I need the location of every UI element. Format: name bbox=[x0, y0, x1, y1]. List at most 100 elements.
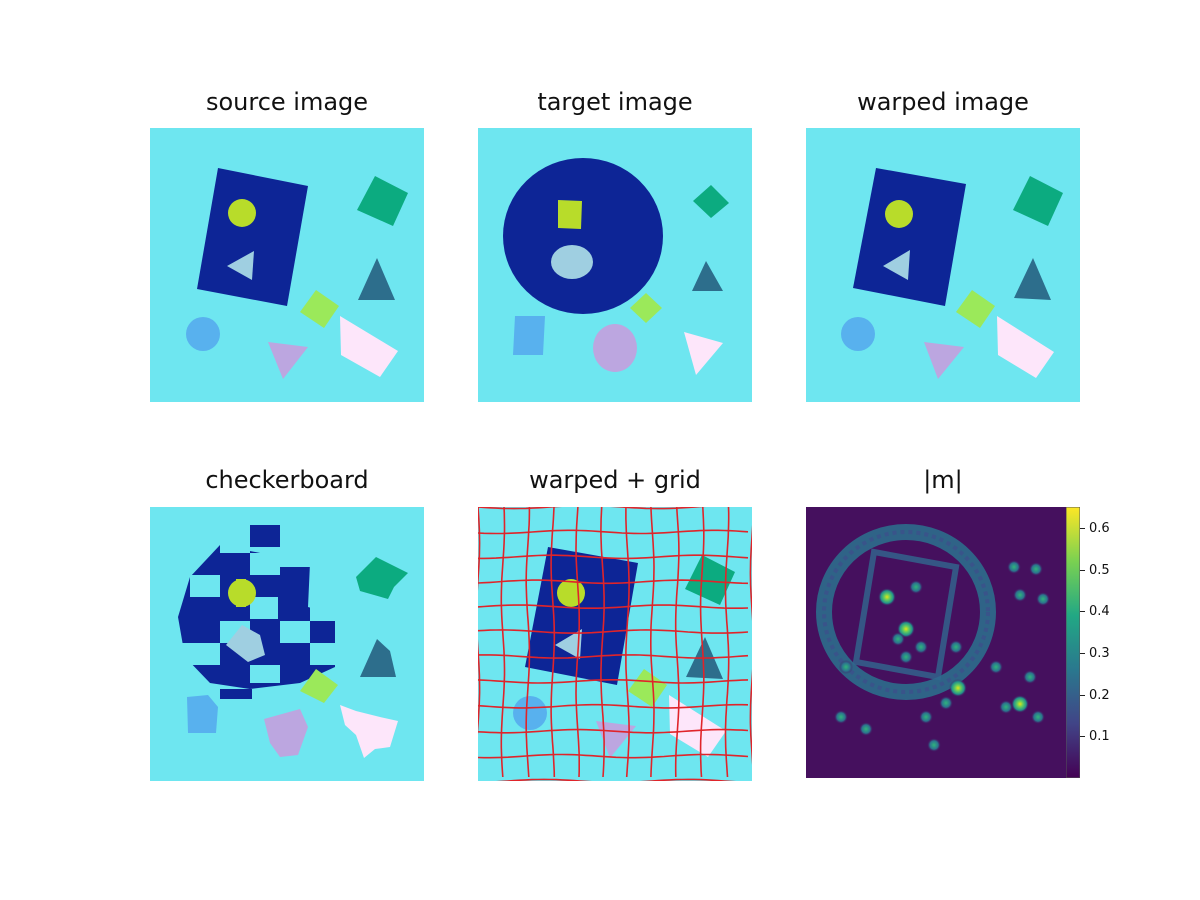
heatmap-hotspot bbox=[834, 710, 848, 724]
teal-square-shape bbox=[685, 555, 735, 605]
colorbar-tick-label: 0.3 bbox=[1089, 645, 1110, 661]
heatmap-hotspot bbox=[1031, 710, 1045, 724]
warped-image-canvas bbox=[806, 128, 1080, 402]
heatmap-hotspot bbox=[919, 710, 933, 724]
magnitude-heatmap-canvas bbox=[806, 507, 1066, 778]
lavender-fragment-shape bbox=[264, 709, 308, 757]
grid-line-horizontal bbox=[478, 753, 749, 759]
heatmap-hotspot bbox=[909, 580, 923, 594]
colorbar-tick bbox=[1080, 611, 1085, 613]
heatmap-hotspot bbox=[1007, 560, 1021, 574]
warped-image-title: warped image bbox=[857, 88, 1029, 116]
light-triangle-shape bbox=[227, 251, 254, 280]
light-triangle-shape bbox=[555, 629, 582, 659]
grid-line-vertical bbox=[724, 507, 730, 778]
heatmap-hotspot bbox=[859, 722, 873, 736]
grid-line-horizontal bbox=[478, 728, 749, 734]
grid-line-horizontal bbox=[478, 604, 749, 609]
grid-line-vertical bbox=[575, 507, 580, 778]
yellow-circle-shape bbox=[885, 200, 913, 228]
teal-square-shape bbox=[357, 176, 408, 226]
colorbar-tick-label: 0.1 bbox=[1089, 729, 1110, 745]
teal-diamond-shape bbox=[693, 185, 729, 218]
pink-square-shape bbox=[997, 316, 1054, 378]
yellow-circle-shape bbox=[557, 579, 585, 607]
grid-line-vertical bbox=[478, 507, 481, 736]
heatmap-hotspot bbox=[914, 640, 928, 654]
slate-triangle-shape bbox=[692, 261, 723, 291]
magnitude-hotspots bbox=[834, 560, 1050, 752]
lime-diamond-shape bbox=[956, 290, 995, 328]
grid-line-vertical bbox=[550, 507, 556, 778]
grid-line-horizontal bbox=[495, 778, 737, 781]
light-ellipse-shape bbox=[551, 245, 593, 279]
pink-fragment-shape bbox=[340, 705, 398, 758]
colorbar-tick-label: 0.2 bbox=[1089, 687, 1110, 703]
grid-line-vertical bbox=[600, 507, 605, 778]
grid-line-horizontal bbox=[478, 507, 707, 510]
pink-triangle-shape bbox=[684, 332, 723, 375]
grid-line-horizontal bbox=[478, 629, 749, 634]
lime-fragment-shape bbox=[300, 669, 338, 703]
heatmap-hotspot bbox=[878, 588, 896, 606]
source-image-canvas bbox=[150, 128, 424, 402]
grid-line-vertical bbox=[749, 524, 752, 766]
blue-circle-shape bbox=[841, 317, 875, 351]
source-image-panel bbox=[150, 128, 424, 402]
rectangle-outline-structure bbox=[852, 548, 960, 681]
colorbar-tick bbox=[1080, 652, 1085, 654]
heatmap-hotspot bbox=[949, 640, 963, 654]
heatmap-hotspot bbox=[1013, 588, 1027, 602]
colorbar-tick bbox=[1080, 736, 1085, 738]
slate-triangle-shape bbox=[1014, 258, 1051, 300]
pink-square-shape bbox=[340, 316, 398, 377]
checkerboard-panel bbox=[150, 507, 424, 781]
dark-disk-shape bbox=[503, 158, 663, 314]
slate-triangle-shape bbox=[358, 258, 395, 300]
colorbar-tick-label: 0.5 bbox=[1089, 562, 1110, 578]
blue-circle-shape bbox=[513, 696, 547, 730]
heatmap-hotspot bbox=[891, 632, 905, 646]
target-image-canvas bbox=[478, 128, 752, 402]
light-fragment-shape bbox=[226, 625, 265, 662]
yellow-patch-shape bbox=[236, 579, 246, 607]
lavender-triangle-shape bbox=[924, 342, 964, 379]
source-image-title: source image bbox=[205, 88, 369, 116]
target-image-title: target image bbox=[537, 88, 693, 116]
checkerboard-title: checkerboard bbox=[205, 466, 369, 494]
teal-square-shape bbox=[1013, 176, 1063, 226]
warped-image-panel bbox=[806, 128, 1080, 402]
blue-fragment-shape bbox=[187, 695, 218, 733]
grid-line-vertical bbox=[699, 507, 705, 778]
colorbar-tick bbox=[1080, 694, 1085, 696]
heatmap-hotspot bbox=[1011, 695, 1029, 713]
heatmap-hotspot bbox=[1023, 670, 1037, 684]
heatmap-hotspot bbox=[839, 660, 853, 674]
heatmap-hotspot bbox=[989, 660, 1003, 674]
checkerboard-light-cells bbox=[178, 535, 335, 683]
heatmap-hotspot bbox=[939, 696, 953, 710]
checkerboard-canvas bbox=[150, 507, 424, 781]
target-image-panel bbox=[478, 128, 752, 402]
blue-square-shape bbox=[513, 316, 545, 355]
yellow-circle-shape bbox=[228, 199, 256, 227]
magnitude-title: |m| bbox=[923, 466, 963, 494]
colorbar bbox=[1066, 507, 1080, 778]
colorbar-tick-label: 0.6 bbox=[1089, 520, 1110, 536]
heatmap-hotspot bbox=[927, 738, 941, 752]
colorbar-tick bbox=[1080, 527, 1085, 529]
heatmap-hotspot bbox=[1036, 592, 1050, 606]
warped-grid-canvas bbox=[478, 507, 752, 781]
deformation-grid bbox=[478, 507, 752, 781]
slate-fragment-shape bbox=[360, 639, 396, 677]
dark-rectangle-shape bbox=[197, 168, 308, 306]
magnitude-heatmap-panel bbox=[806, 507, 1066, 778]
grid-line-horizontal bbox=[478, 579, 749, 585]
warped-grid-panel bbox=[478, 507, 752, 781]
lavender-ellipse-shape bbox=[593, 324, 637, 372]
colorbar-tick bbox=[1080, 569, 1085, 571]
light-triangle-shape bbox=[883, 250, 910, 280]
pink-square-shape bbox=[669, 695, 726, 757]
colorbar-tick-label: 0.4 bbox=[1089, 604, 1110, 620]
heatmap-hotspot bbox=[899, 650, 913, 664]
